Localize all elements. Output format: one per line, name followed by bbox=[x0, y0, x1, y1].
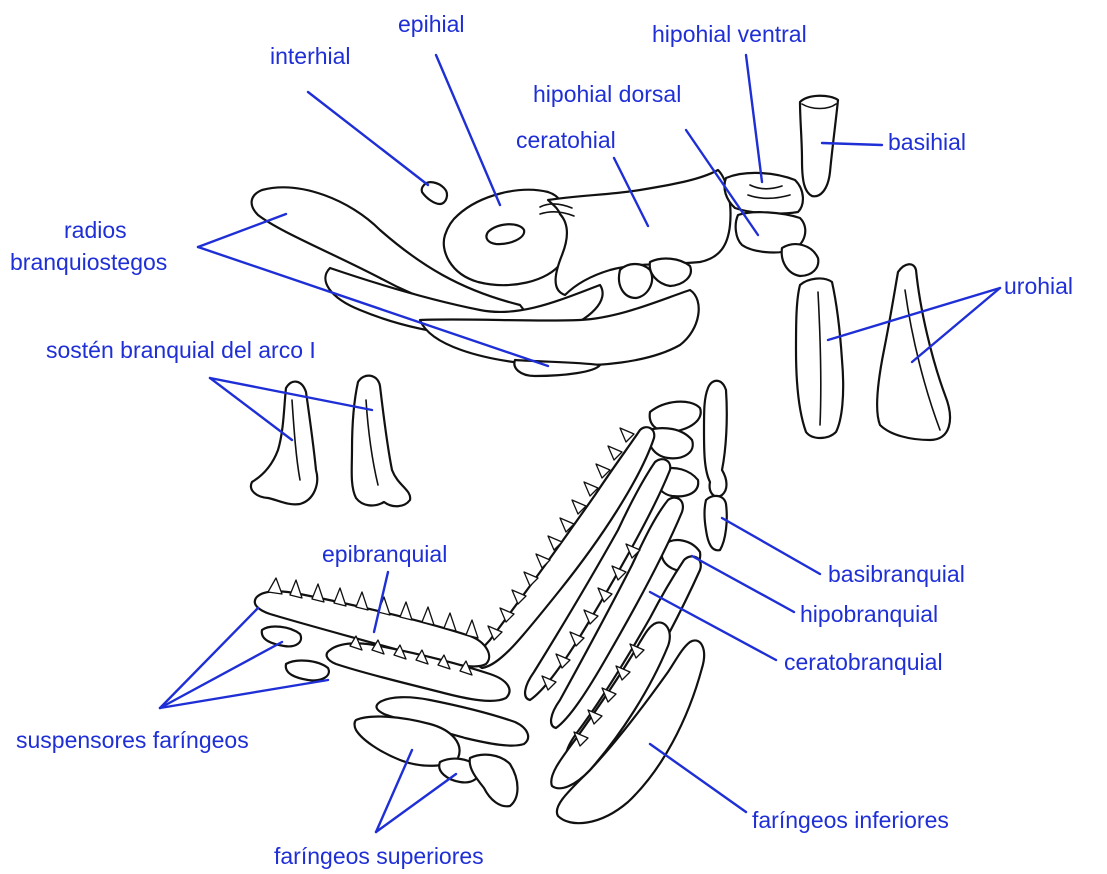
label-interhial: interhial bbox=[270, 42, 351, 70]
label-radios-line1: radios bbox=[64, 216, 127, 244]
label-hipohial-dorsal: hipohial dorsal bbox=[533, 80, 681, 108]
leader-epihial bbox=[436, 55, 500, 205]
label-hipobranquial: hipobranquial bbox=[800, 600, 938, 628]
sosten-branquial-shapes bbox=[251, 376, 410, 507]
label-epibranquial: epibranquial bbox=[322, 540, 447, 568]
hyoid-joints bbox=[619, 259, 691, 298]
label-hipohial-ventral: hipohial ventral bbox=[652, 20, 807, 48]
leader-hipohial-ventral bbox=[746, 55, 762, 182]
branchial-arches bbox=[255, 381, 727, 823]
leader-interhial bbox=[308, 92, 428, 185]
hipohial-shapes bbox=[724, 173, 818, 276]
label-suspensores: suspensores faríngeos bbox=[16, 726, 249, 754]
interhial-shape bbox=[422, 182, 447, 204]
basihial-shape bbox=[800, 96, 838, 197]
leader-hipobranquial bbox=[692, 556, 794, 612]
leader-radios-1 bbox=[198, 214, 286, 247]
label-basihial: basihial bbox=[888, 128, 966, 156]
urohial-shapes bbox=[796, 264, 950, 440]
label-ceratohial: ceratohial bbox=[516, 126, 616, 154]
label-urohial: urohial bbox=[1004, 272, 1073, 300]
label-faringeos-inferiores: faríngeos inferiores bbox=[752, 806, 949, 834]
label-ceratobranquial: ceratobranquial bbox=[784, 648, 943, 676]
leader-basibranquial bbox=[722, 518, 820, 574]
label-basibranquial: basibranquial bbox=[828, 560, 965, 588]
label-sosten: sostén branquial del arco I bbox=[46, 336, 316, 364]
leader-faringeos-inferiores bbox=[650, 744, 746, 812]
label-faringeos-superiores: faríngeos superiores bbox=[274, 842, 484, 870]
label-epihial: epihial bbox=[398, 10, 465, 38]
label-radios-line2: branquiostegos bbox=[10, 248, 167, 276]
